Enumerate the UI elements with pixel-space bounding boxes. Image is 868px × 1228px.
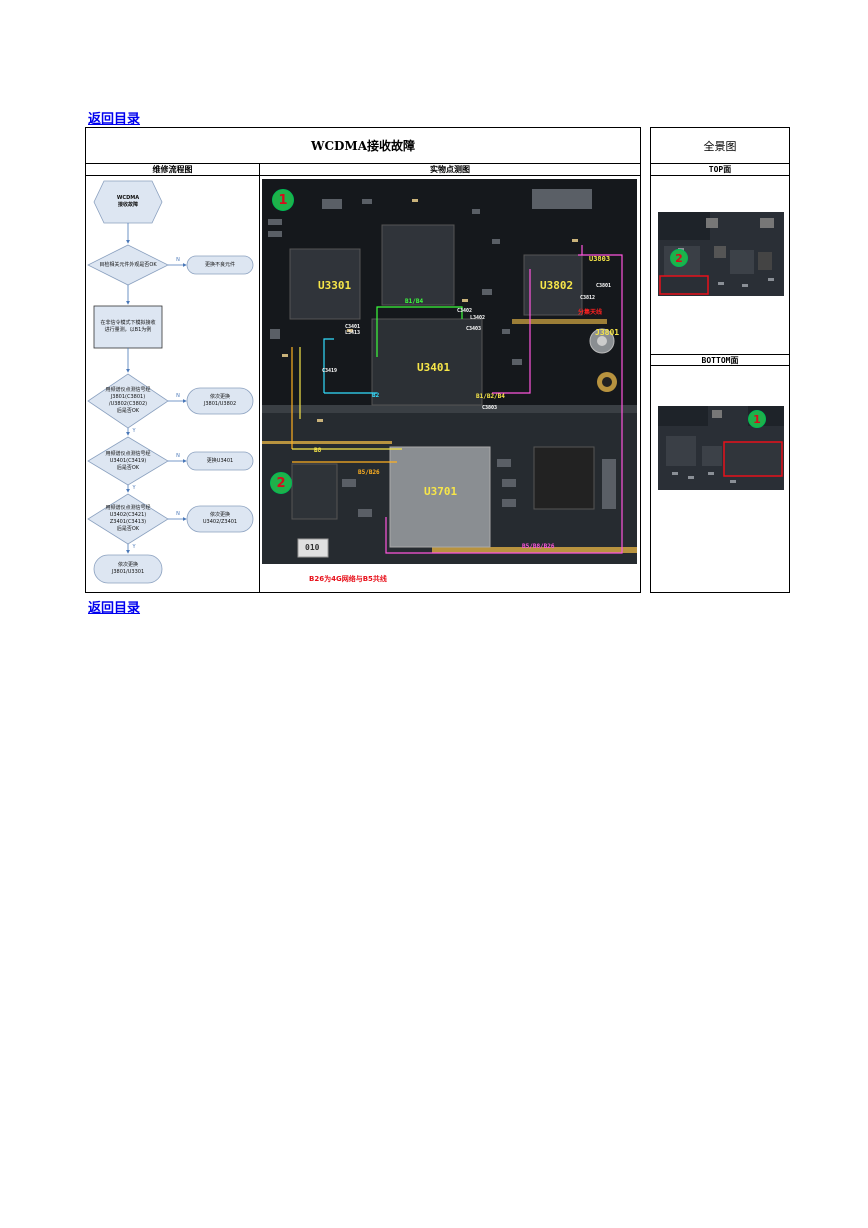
- bottom-board-badge: 1: [748, 410, 766, 428]
- table-title: WCDMA接收故障: [86, 128, 640, 164]
- flow-no-label-4: N: [176, 511, 180, 517]
- net-label-c3801: C3801: [596, 283, 612, 289]
- top-side-label: TOP面: [651, 164, 789, 176]
- flow-decision-1-text: 目检相关元件外观是否OK: [99, 261, 157, 268]
- flow-action-1: [186, 255, 254, 275]
- column-divider: [259, 164, 260, 592]
- top-board-badge: 2: [670, 249, 688, 267]
- net-label-c3403: C3403: [466, 326, 482, 332]
- flow-no-label-1: N: [176, 257, 180, 263]
- net-label-b8: B8: [314, 447, 322, 454]
- flow-end-shape: [93, 554, 163, 584]
- flow-no-label-2: N: [176, 393, 180, 399]
- component-label-010: 010: [305, 543, 320, 552]
- flow-action-3: [186, 451, 254, 471]
- area-badge-2: 2: [270, 472, 292, 494]
- net-label-b5b8b26: B5/B8/B26: [522, 543, 555, 550]
- net-label-antenna: 分集天线: [578, 309, 603, 316]
- pcb-drawing: [262, 189, 637, 564]
- net-label-c3803: C3803: [482, 405, 498, 411]
- back-to-contents-link-top[interactable]: 返回目录: [88, 112, 141, 127]
- pcb-measurement-photo: 1 2 U3301 U3401 U3802 U3803 U3701 J3801 …: [262, 179, 637, 564]
- flow-process-1-text: 在非信令模式下模拟接收 进行量测，以B1为例: [100, 320, 156, 333]
- overview-panel: 全景图 TOP面 2 BOTTOM面 1: [650, 127, 790, 593]
- chip-label-u3802: U3802: [540, 279, 574, 292]
- flow-process-1: [93, 305, 163, 349]
- chip-label-u3401: U3401: [417, 361, 451, 374]
- flow-action-2: [186, 387, 254, 415]
- flow-no-label-3: N: [176, 453, 180, 459]
- back-to-contents-link-bottom[interactable]: 返回目录: [88, 601, 141, 616]
- bottom-side-label: BOTTOM面: [651, 354, 789, 366]
- flow-start-text: WCDMA 接收故障: [116, 195, 140, 208]
- flow-yes-label-3: Y: [132, 485, 136, 491]
- flow-action-4: [186, 505, 254, 533]
- chip-label-j3801: J3801: [595, 328, 620, 337]
- net-label-b1b2b4: B1/B2/B4: [476, 393, 505, 400]
- wcdma-fault-table: WCDMA接收故障 维修流程图 实物点测图: [85, 127, 641, 593]
- net-label-c3419: C3419: [322, 368, 338, 374]
- flow-start-shape: [93, 180, 163, 224]
- top-board-image: 2: [658, 212, 784, 296]
- flow-end-text: 依次更换 J3801/U3301: [111, 562, 145, 575]
- chip-label-u3803: U3803: [589, 255, 611, 263]
- flow-action-3-text: 更换U3401: [206, 457, 234, 464]
- chip-label-u3301: U3301: [318, 279, 352, 292]
- net-label-c3402: C3402: [457, 308, 473, 314]
- flow-decision-3-text: 用频谱仪点测信号经 U3401(C3419) 后是否OK: [105, 450, 151, 471]
- b26-note-caption: B26为4G网络与B5共线: [309, 575, 387, 583]
- flow-yes-label-4: Y: [132, 544, 136, 550]
- flow-action-4-text: 依次更换 U3402/Z3401: [202, 512, 238, 525]
- flow-decision-2-text: 用频谱仪点测信号经 J3801(C3801) /U3802(C3802) 后是否…: [105, 387, 151, 414]
- flow-action-2-text: 依次更换 J3801/U3802: [203, 394, 237, 407]
- net-label-c3401: C3401: [345, 324, 361, 330]
- net-label-b5b26: B5/B26: [358, 469, 380, 476]
- flowchart-shapes: [87, 180, 254, 584]
- flow-action-1-text: 更换不良元件: [204, 261, 235, 268]
- net-label-c3812: C3812: [580, 295, 596, 301]
- photo-column-header: 实物点测图: [260, 164, 640, 176]
- net-label-b1b4: B1/B4: [405, 298, 424, 305]
- net-label-l3402: L3402: [470, 315, 486, 321]
- flow-yes-label-2: Y: [132, 428, 136, 434]
- repair-flowchart: WCDMA 接收故障 目检相关元件外观是否OK 更换不良元件 在非信令模式下模拟…: [86, 177, 259, 593]
- area-badge-1: 1: [272, 189, 294, 211]
- net-label-b2: B2: [372, 392, 380, 399]
- flow-column-header: 维修流程图: [86, 164, 259, 176]
- overview-title: 全景图: [651, 128, 789, 164]
- net-label-l3413: L3413: [345, 330, 361, 336]
- bottom-board-image: 1: [658, 406, 784, 490]
- flow-decision-4-text: 用频谱仪点测信号经 U3402(C3421) Z3401(C3413) 后是否O…: [105, 505, 151, 532]
- chip-label-u3701: U3701: [424, 485, 458, 498]
